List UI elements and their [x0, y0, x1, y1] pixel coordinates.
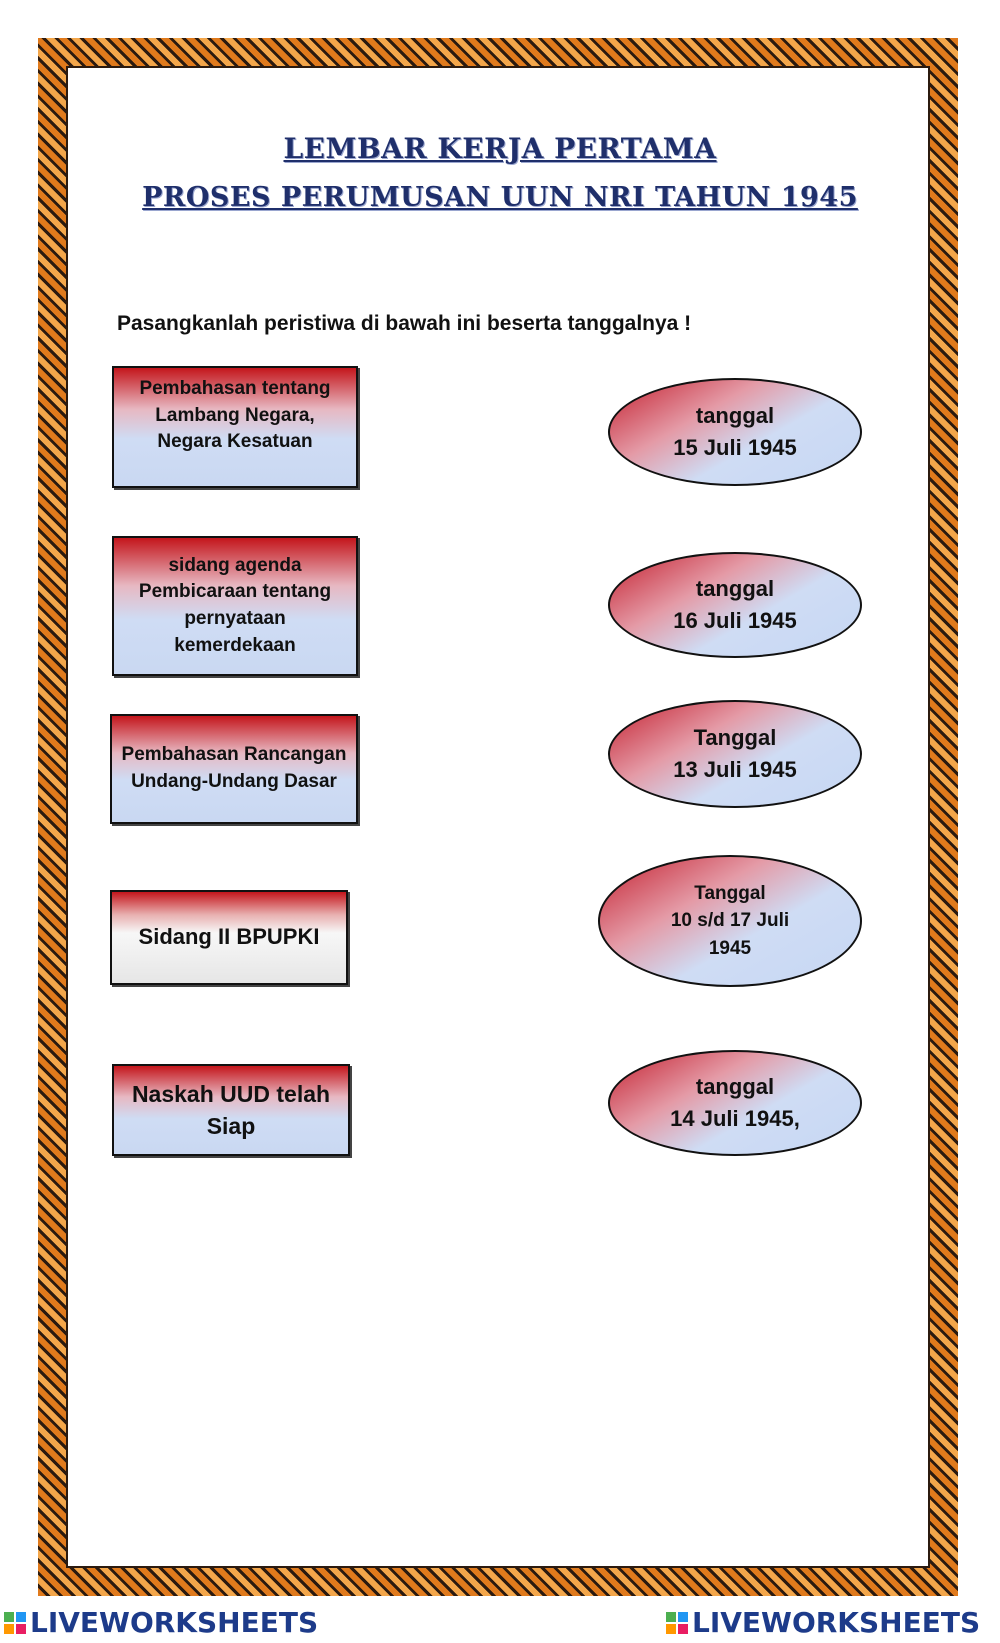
date-value: 10 s/d 17 Juli 1945: [670, 910, 790, 959]
worksheet-title: LEMBAR KERJA PERTAMA: [283, 132, 717, 165]
event-text: Pembahasan Rancangan Undang-Undang Dasar: [121, 744, 347, 792]
date-value: 16 Juli 1945: [673, 608, 797, 633]
date-value: 13 Juli 1945: [673, 757, 797, 782]
event-text: Sidang II BPUPKI: [138, 924, 320, 950]
date-oval-2[interactable]: tanggal 16 Juli 1945: [608, 552, 862, 658]
event-box-1[interactable]: Pembahasan tentang Lambang Negara, Negar…: [112, 366, 358, 488]
event-text: Pembahasan tentang Lambang Negara, Negar…: [139, 378, 331, 453]
date-label: tanggal: [695, 576, 775, 602]
date-label: tanggal: [695, 403, 775, 429]
date-value: 15 Juli 1945: [673, 435, 797, 460]
instruction-text: Pasangkanlah peristiwa di bawah ini bese…: [117, 312, 692, 335]
date-oval-1[interactable]: tanggal 15 Juli 1945: [608, 378, 862, 486]
brand-text: LIVEWORKSHEETS: [30, 1606, 319, 1639]
event-box-3[interactable]: Pembahasan Rancangan Undang-Undang Dasar: [110, 714, 358, 824]
date-label: Tanggal: [693, 725, 777, 751]
liveworksheets-logo-icon: [666, 1611, 688, 1634]
worksheet-subtitle: PROSES PERUMUSAN UUN NRI TAHUN 1945: [142, 182, 858, 213]
event-text: sidang agenda Pembicaraan tentang pernya…: [138, 554, 332, 656]
date-label: Tanggal: [694, 882, 766, 904]
brand-text: LIVEWORKSHEETS: [692, 1606, 981, 1639]
date-label: tanggal: [695, 1074, 775, 1100]
date-value: 14 Juli 1945,: [670, 1106, 800, 1131]
liveworksheets-logo-icon: [4, 1611, 26, 1634]
date-oval-4[interactable]: Tanggal 10 s/d 17 Juli 1945: [598, 855, 862, 987]
footer-brand-right: LIVEWORKSHEETS: [666, 1606, 980, 1639]
date-oval-3[interactable]: Tanggal 13 Juli 1945: [608, 700, 862, 808]
footer-brand-left: LIVEWORKSHEETS: [4, 1606, 318, 1639]
event-box-5[interactable]: Naskah UUD telah Siap: [112, 1064, 350, 1156]
event-box-4[interactable]: Sidang II BPUPKI: [110, 890, 348, 985]
event-box-2[interactable]: sidang agenda Pembicaraan tentang pernya…: [112, 536, 358, 676]
event-text: Naskah UUD telah Siap: [131, 1080, 331, 1139]
date-oval-5[interactable]: tanggal 14 Juli 1945,: [608, 1050, 862, 1156]
